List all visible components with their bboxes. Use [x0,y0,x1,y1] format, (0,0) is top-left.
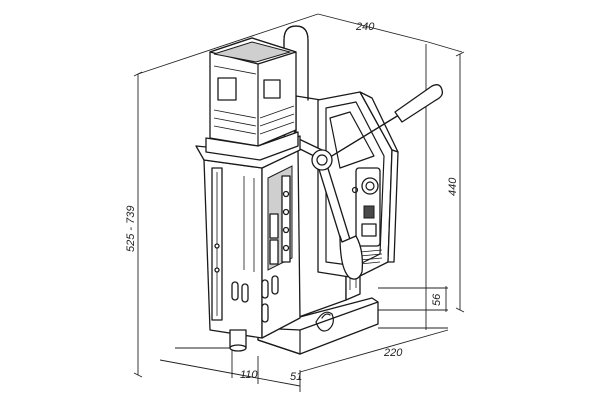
dimension-labels: 240 440 525 - 739 56 220 110 51 [125,21,459,383]
vent-slots [359,249,383,265]
control-box [317,91,399,279]
dim-top-width: 240 [355,21,375,33]
dim-stroke-range: 525 - 739 [125,206,137,252]
dim-front-offset: 110 [240,369,258,381]
dim-spindle-offset: 51 [290,371,302,383]
drill-motor [205,25,309,161]
dim-base-height: 56 [431,293,443,306]
dim-base-depth: 220 [383,347,403,359]
drill-carriage [195,135,301,352]
cooling-fins [213,65,295,135]
magnet-base [257,297,379,355]
dim-height-total: 440 [447,177,459,196]
